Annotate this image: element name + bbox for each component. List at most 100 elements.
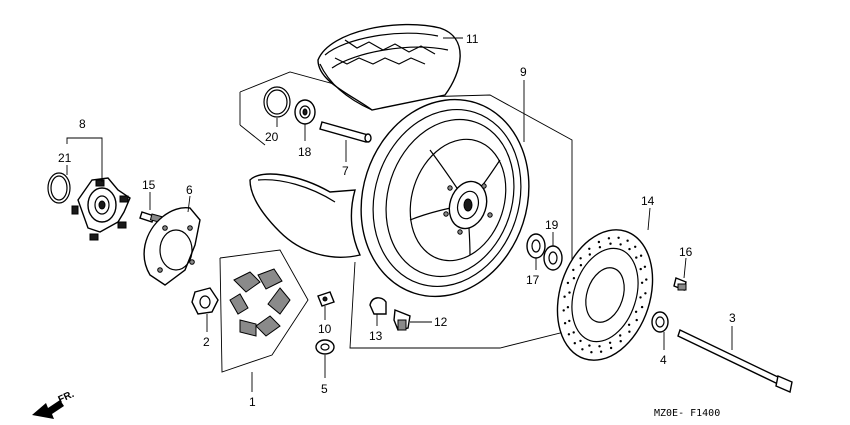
- disc-hole: [608, 341, 612, 344]
- collar-2: [191, 287, 219, 315]
- tire: [317, 23, 461, 111]
- disc-hole: [572, 268, 575, 272]
- callout-14: 14: [641, 194, 655, 208]
- disc-hole: [579, 339, 582, 343]
- valve-12: [393, 309, 411, 331]
- disc-hole: [590, 351, 593, 354]
- assembly-frame: [239, 71, 573, 349]
- diagram-code: MZ0E- F1400: [654, 408, 720, 419]
- bearing-19: [543, 245, 563, 271]
- o-ring-21: [47, 172, 71, 204]
- disc-hole: [567, 333, 571, 336]
- disc-hole: [563, 295, 566, 298]
- callout-13: 13: [369, 329, 383, 343]
- washer-5: [315, 339, 335, 355]
- disc-hole: [644, 292, 647, 295]
- callout-18: 18: [298, 145, 312, 159]
- disc-hole: [640, 281, 644, 284]
- wheel-rim: [360, 98, 530, 298]
- disc-hole: [568, 319, 571, 323]
- disc-hole: [597, 240, 601, 244]
- disc-hole: [639, 267, 642, 271]
- disc-hole: [628, 247, 631, 251]
- disc-hole: [588, 344, 591, 347]
- disc-hole: [598, 345, 601, 348]
- axle-spacer: [319, 121, 372, 143]
- disc-hole: [609, 346, 613, 350]
- disc-hole: [643, 265, 647, 268]
- disc-hole: [579, 257, 582, 260]
- disc-hole: [563, 322, 567, 325]
- disc-hole: [588, 253, 591, 256]
- callout-4: 4: [660, 353, 667, 367]
- disc-hole: [572, 277, 576, 280]
- weight-13: [369, 297, 387, 315]
- callout-7: 7: [342, 164, 349, 178]
- disc-hole: [619, 340, 622, 343]
- valve-nut-10: [317, 291, 335, 307]
- callout-16: 16: [679, 245, 693, 259]
- disc-hole: [599, 350, 603, 353]
- leader-lines: [66, 37, 733, 392]
- disc-hole: [628, 330, 631, 333]
- disc-hole: [607, 237, 611, 240]
- disc-hole: [572, 331, 575, 334]
- callout-6: 6: [186, 183, 193, 197]
- disc-hole: [617, 236, 620, 239]
- disc-hole: [627, 323, 631, 326]
- disc-hole: [639, 254, 643, 257]
- direction-label: FR.: [57, 389, 76, 406]
- disc-holes: [562, 236, 648, 354]
- callout-20: 20: [265, 130, 279, 144]
- callout-1: 1: [249, 395, 256, 409]
- callout-11: 11: [466, 32, 479, 46]
- bearing-17: [526, 233, 546, 259]
- callout-2: 2: [203, 335, 210, 349]
- disc-hole: [626, 239, 629, 242]
- disc-hole: [598, 246, 602, 249]
- callout-8: 8: [79, 117, 86, 131]
- disc-hole: [579, 264, 583, 267]
- inner-cover: [249, 173, 362, 258]
- front-arrow-icon: [32, 400, 64, 419]
- callout-10: 10: [318, 322, 332, 336]
- disc-hole: [568, 291, 571, 294]
- disc-hole: [588, 247, 591, 250]
- axle: [677, 329, 793, 393]
- disc-hole: [639, 296, 642, 299]
- disc-hole: [634, 310, 638, 313]
- hub-flange: [71, 177, 131, 241]
- damper-plate: [143, 207, 201, 286]
- disc-hole: [566, 306, 570, 309]
- callout-5: 5: [321, 382, 328, 396]
- bearing-18: [294, 99, 316, 125]
- damper-rubber-set: [219, 249, 309, 373]
- collar-4: [651, 311, 669, 333]
- disc-hole: [562, 309, 565, 312]
- bolt-15: [139, 211, 163, 223]
- disc-hole: [645, 278, 648, 281]
- disc-hole: [609, 242, 612, 245]
- disc-hole: [635, 256, 638, 259]
- callout-15: 15: [142, 178, 156, 192]
- disc-hole: [566, 281, 570, 285]
- callout-17: 17: [526, 273, 540, 287]
- brake-disc: [556, 229, 654, 361]
- disc-hole: [619, 243, 622, 246]
- callout-21: 21: [58, 151, 72, 165]
- hub-bolt-holes: [443, 183, 493, 235]
- disc-hole: [581, 348, 584, 351]
- disc-hole: [640, 305, 644, 309]
- disc-hole: [619, 334, 622, 337]
- bolt-16: [673, 277, 687, 291]
- disc-hole: [635, 318, 638, 322]
- callout-3: 3: [729, 311, 736, 325]
- front-direction-indicator: FR.: [32, 389, 76, 419]
- callout-9: 9: [520, 65, 527, 79]
- callout-19: 19: [545, 218, 559, 232]
- damper-rubbers: [229, 268, 291, 337]
- callout-labels: 1 2 3 4 5 6 7 8 9 10 11 12 13 14 15 16 1…: [58, 32, 736, 409]
- disc-hole: [634, 245, 637, 248]
